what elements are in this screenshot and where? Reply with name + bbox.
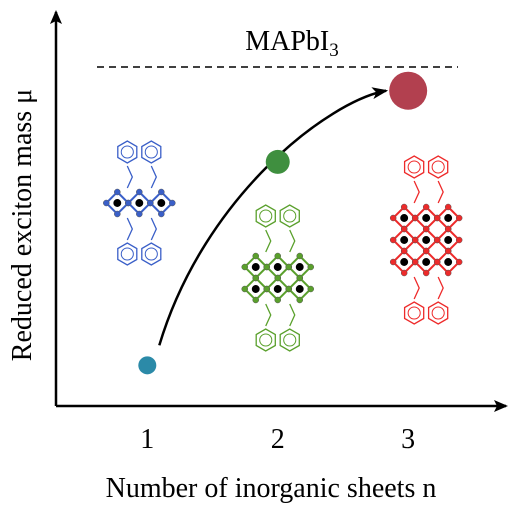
reference-label-sub: 3 bbox=[329, 40, 339, 61]
data-point-n3 bbox=[389, 71, 428, 110]
data-points bbox=[138, 71, 428, 375]
x-axis-label: Number of inorganic sheets n bbox=[106, 473, 437, 504]
structure-n2 bbox=[241, 204, 314, 352]
y-axis-label: Reduced exciton mass μ bbox=[7, 89, 38, 361]
data-point-n1 bbox=[138, 356, 157, 375]
data-point-n2 bbox=[265, 149, 290, 174]
trend-arrow bbox=[158, 87, 389, 346]
structure-illustrations bbox=[103, 140, 463, 352]
reference-label: MAPbI3 bbox=[245, 26, 339, 61]
structure-n3 bbox=[389, 155, 463, 325]
x-tick-labels: 1 2 3 bbox=[140, 424, 415, 455]
x-tick-label-2: 2 bbox=[271, 424, 285, 455]
x-tick-label-1: 1 bbox=[140, 424, 154, 455]
reference-label-main: MAPbI bbox=[245, 26, 329, 57]
structure-n1 bbox=[103, 140, 176, 266]
x-tick-label-3: 3 bbox=[401, 424, 415, 455]
